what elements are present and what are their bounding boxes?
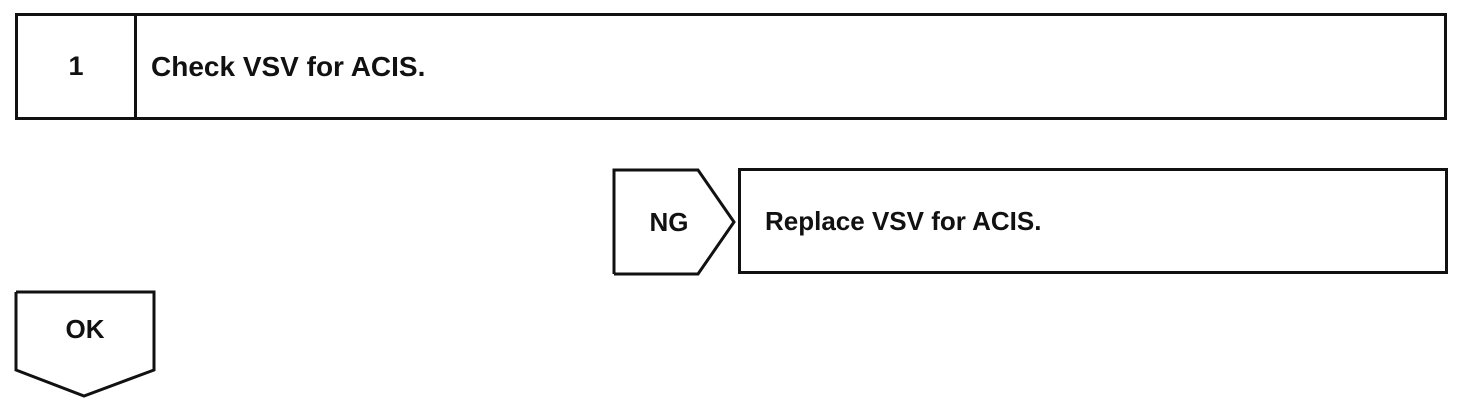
step-number: 1 [18,16,137,117]
ok-label: OK [65,313,105,344]
step-title: Check VSV for ACIS. [151,50,426,82]
ng-action-text: Replace VSV for ACIS. [765,205,1042,236]
step-box: 1 Check VSV for ACIS. [15,13,1447,120]
ok-arrow-shape [14,290,156,398]
ng-action-box: Replace VSV for ACIS. [738,168,1448,274]
ng-label: NG [649,206,689,237]
ng-arrow-shape [612,168,736,276]
